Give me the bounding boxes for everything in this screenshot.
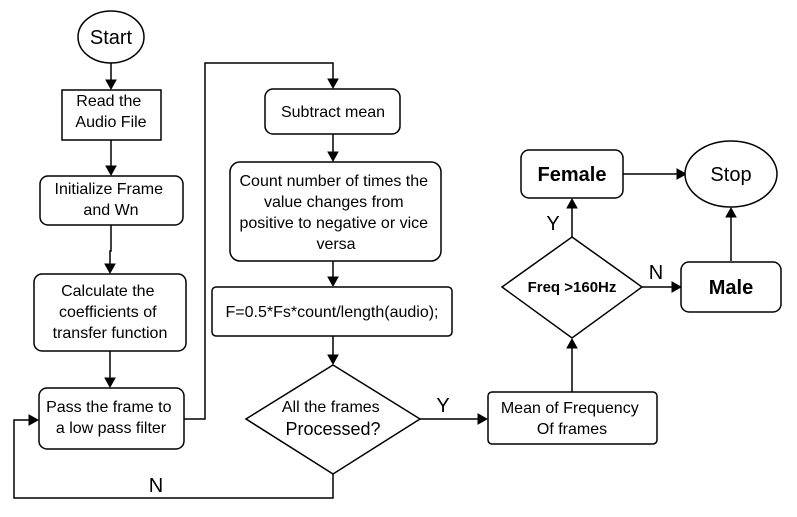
arrowhead [477, 413, 489, 425]
node-text: Read the Audio File [75, 93, 146, 131]
edge-label-freq-no: N [649, 262, 663, 284]
arrowhead [566, 337, 578, 349]
text-line: Stop [710, 164, 751, 186]
text-line: value changes from [264, 194, 404, 211]
node-female[interactable]: Female [520, 149, 624, 199]
process-shape [61, 89, 162, 141]
edge-init-calc [109, 225, 112, 266]
text-line: coefficients of [59, 304, 157, 321]
node-count-changes[interactable]: Count number of times the value changes … [229, 161, 442, 262]
node-freq-decision[interactable]: Freq >160Hz [500, 236, 644, 339]
text-line: All the frames [282, 399, 380, 416]
node-text: Stop [710, 164, 751, 186]
terminal-shape [77, 10, 145, 64]
arrowhead [327, 151, 339, 163]
edge-decision-pass-loop [13, 419, 334, 499]
text-line: Read the [76, 93, 141, 110]
node-start[interactable]: Start [77, 10, 145, 64]
decision-shape [244, 364, 422, 475]
text-line: Start [90, 27, 133, 49]
arrowhead [104, 263, 116, 275]
edge-label-frames-yes: Y [436, 395, 449, 417]
arrowhead [104, 377, 116, 389]
node-frequency-formula[interactable]: F=0.5*Fs*count/length(audio); [211, 286, 453, 337]
process-shape [229, 161, 442, 262]
process-shape [680, 261, 782, 313]
text-line: Audio File [75, 114, 146, 131]
node-text: Pass the frame to a low pass filter [46, 399, 176, 437]
node-calc-coefficients[interactable]: Calculate the coefficients of transfer f… [33, 273, 187, 352]
node-pass-filter[interactable]: Pass the frame to a low pass filter [38, 387, 185, 450]
arrowhead [725, 206, 737, 218]
arrowhead [676, 168, 688, 180]
node-stop[interactable]: Stop [684, 140, 778, 208]
process-shape [211, 286, 453, 337]
node-mean-frequency[interactable]: Mean of Frequency Of frames [487, 391, 658, 445]
text-line: and Wn [83, 202, 138, 219]
arrowhead [105, 165, 117, 177]
node-text: Mean of Frequency Of frames [501, 400, 643, 438]
text-line: Subtract mean [281, 104, 385, 121]
node-subtract-mean[interactable]: Subtract mean [264, 88, 401, 135]
text-line: Calculate the [61, 283, 154, 300]
arrowhead [327, 276, 339, 288]
text-line: Pass the frame to [46, 399, 171, 416]
edge-label-freq-yes: Y [546, 213, 559, 235]
process-shape [520, 149, 624, 199]
text-line: Mean of Frequency [501, 400, 639, 417]
process-shape [33, 273, 187, 352]
arrowhead [566, 197, 578, 209]
process-shape [264, 88, 401, 135]
arrowhead [671, 281, 683, 293]
text-line: Processed? [285, 419, 380, 439]
arrowhead [28, 414, 40, 426]
node-all-frames-decision[interactable]: All the frames Processed? [244, 364, 422, 475]
process-shape [39, 175, 184, 226]
node-text: All the frames Processed? [282, 399, 384, 439]
process-shape [38, 387, 185, 450]
terminal-shape [684, 140, 778, 208]
edge-pass-subtract [184, 62, 334, 420]
text-line: Female [538, 164, 607, 186]
node-text: Male [709, 277, 753, 299]
node-read-audio[interactable]: Read the Audio File [61, 89, 162, 141]
node-male[interactable]: Male [680, 261, 782, 313]
node-text: Initialize Frame and Wn [55, 181, 168, 219]
text-line: transfer function [53, 325, 168, 342]
node-text: Start [90, 27, 133, 49]
node-text: F=0.5*Fs*count/length(audio); [225, 304, 438, 321]
text-line: Of frames [537, 421, 607, 438]
process-shape [487, 391, 658, 445]
arrowhead [327, 78, 339, 90]
text-line: Male [709, 277, 753, 299]
node-init-frame[interactable]: Initialize Frame and Wn [39, 175, 184, 226]
edges [13, 62, 737, 499]
text-line: versa [316, 236, 355, 253]
text-line: F=0.5*Fs*count/length(audio); [225, 304, 438, 321]
edge-label-frames-no: N [149, 475, 163, 497]
node-text: Subtract mean [281, 104, 385, 121]
text-line: Count number of times the [240, 173, 429, 190]
text-line: Initialize Frame [55, 181, 164, 198]
node-text: Count number of times the value changes … [240, 173, 433, 253]
text-line: positive to negative or vice [240, 215, 429, 232]
decision-shape [500, 236, 644, 339]
node-text: Freq >160Hz [528, 279, 617, 296]
text-line: a low pass filter [56, 420, 167, 437]
node-text: Calculate the coefficients of transfer f… [53, 283, 168, 342]
arrowhead [105, 79, 117, 91]
node-text: Female [538, 164, 607, 186]
text-line: Freq >160Hz [528, 279, 617, 296]
arrowhead [327, 354, 339, 366]
